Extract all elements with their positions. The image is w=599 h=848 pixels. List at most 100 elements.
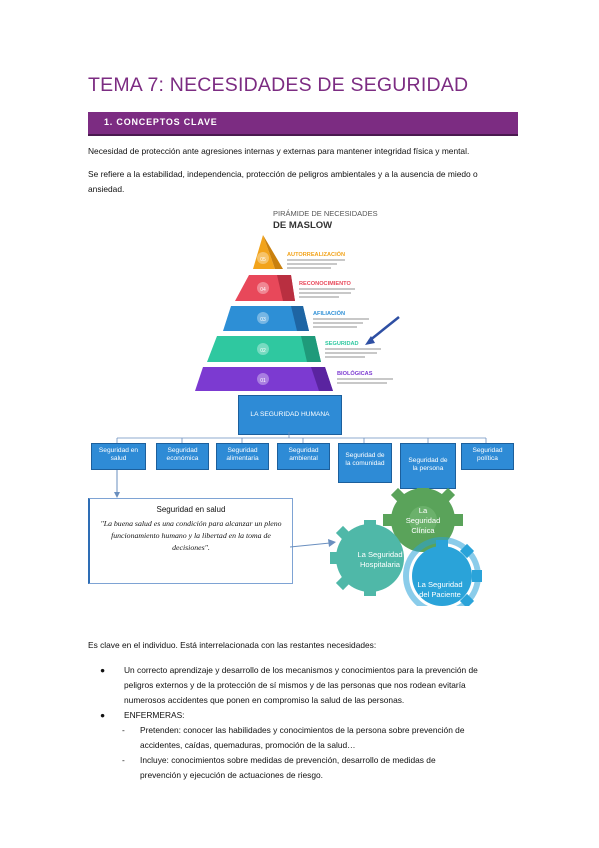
- org-chart-node-politica: Seguridad política: [461, 443, 514, 470]
- gear-hospitalaria-label-line2: Hospitalaria: [359, 560, 401, 569]
- health-security-callout: Seguridad en salud "La buena salud es un…: [88, 498, 293, 584]
- org-node-line1: Seguridad: [472, 447, 503, 454]
- pyramid-level-5-label: AUTORREALIZACIÓN: [287, 250, 345, 258]
- intro-paragraph-2-line1: Se refiere a la estabilidad, independenc…: [88, 169, 478, 179]
- page-title: TEMA 7: NECESIDADES DE SEGURIDAD: [88, 74, 469, 96]
- right-arrow-icon: [290, 539, 336, 548]
- bullet-dot-icon: ●: [100, 710, 106, 720]
- sub-bullet-2-line2: prevención y ejecución de actuaciones de…: [140, 770, 323, 780]
- bullet-1-line1: Un correcto aprendizaje y desarrollo de …: [124, 665, 478, 675]
- maslow-title-line2: DE MASLOW: [273, 220, 332, 231]
- gear-paciente: [403, 537, 482, 606]
- intro-paragraph-1: Necesidad de protección ante agresiones …: [88, 146, 470, 156]
- pyramid-level-5-caption-line: [287, 259, 345, 261]
- org-node-line1: Seguridad de: [408, 457, 448, 464]
- pyramid-level-1-number: 01: [260, 378, 266, 384]
- org-node-line2: la persona: [412, 465, 444, 472]
- gear-hospitalaria-label: La Seguridad Hospitalaria: [340, 550, 420, 570]
- pyramid-level-5: 05 AUTORREALIZACIÓN: [253, 235, 345, 269]
- bullet-item-1: ● Un correcto aprendizaje y desarrollo d…: [88, 663, 528, 708]
- arrow-icon: [365, 316, 400, 345]
- gear-clinica-label: La Seguridad Clínica: [388, 506, 458, 536]
- org-node-line1: Seguridad de: [345, 452, 385, 459]
- pyramid-level-5-number: 05: [260, 257, 266, 263]
- pyramid-level-2: 02 SEGURIDAD: [207, 336, 381, 362]
- gear-clinica-label-line1: La: [418, 506, 428, 515]
- gear-clinica-label-line2: Seguridad: [405, 516, 441, 525]
- org-chart-root: LA SEGURIDAD HUMANA: [238, 395, 342, 435]
- pyramid-level-3-caption-line: [313, 322, 363, 324]
- bullet-2-label: ENFERMERAS:: [124, 710, 185, 720]
- pyramid-level-2-number: 02: [260, 348, 266, 354]
- pyramid-level-2-label: SEGURIDAD: [325, 341, 359, 347]
- maslow-title-line1: PIRÁMIDE DE NECESIDADES: [273, 209, 378, 218]
- callout-quote-line2: funcionamiento humano y la libertad en l…: [111, 531, 271, 540]
- pyramid-level-4-number: 04: [260, 287, 266, 293]
- pyramid-level-4: 04 RECONOCIMIENTO: [235, 275, 355, 301]
- org-chart-node-salud: Seguridad en salud: [91, 443, 146, 470]
- pyramid-level-1-caption-line: [337, 382, 387, 384]
- callout-quote-line3: decisiones".: [172, 543, 210, 552]
- sub-bullet-1-line2: accidentes, caídas, quemaduras, promoció…: [140, 740, 356, 750]
- gears-diagram: [330, 488, 482, 606]
- section-header-label: 1. CONCEPTOS CLAVE: [104, 117, 218, 127]
- intro-paragraph-2: Se refiere a la estabilidad, independenc…: [88, 167, 518, 196]
- org-chart-node-ambiental: Seguridad ambiental: [277, 443, 330, 470]
- org-node-line2: ambiental: [289, 455, 318, 462]
- gear-paciente-label: La Seguridad del Paciente: [402, 580, 478, 600]
- pyramid-level-2-caption-line: [325, 348, 381, 350]
- pyramid-level-3-caption-line: [313, 326, 357, 328]
- intro-paragraph-2-line2: ansiedad.: [88, 183, 125, 194]
- org-node-line1: Seguridad en: [98, 447, 139, 454]
- pyramid-level-4-caption-line: [299, 288, 355, 290]
- callout-quote: "La buena salud es una condición para al…: [94, 518, 288, 554]
- pyramid-level-1-label: BIOLÓGICAS: [337, 369, 373, 377]
- pyramid-level-3-number: 03: [260, 317, 266, 323]
- bullet-1-line2: peligros externos y de la protección de …: [124, 680, 466, 690]
- dash-icon: -: [122, 725, 125, 735]
- gear-paciente-label-line1: La Seguridad: [417, 580, 463, 589]
- gear-clinica: [383, 488, 463, 552]
- callout-quote-line1: "La buena salud es una condición para al…: [100, 519, 282, 528]
- org-node-line2: económica: [166, 455, 199, 462]
- sub-bullet-2-line1: Incluye: conocimientos sobre medidas de …: [140, 755, 436, 765]
- gear-hospitalaria: [330, 520, 404, 596]
- dash-icon: -: [122, 755, 125, 765]
- pyramid-level-3-label: AFILIACIÓN: [313, 309, 345, 317]
- org-node-line2: política: [477, 455, 498, 462]
- org-chart-node-economica: Seguridad económica: [156, 443, 209, 470]
- bullet-1-line3: numerosos accidentes que ponen en compro…: [124, 695, 405, 705]
- org-node-line2: la comunidad: [345, 460, 385, 467]
- pyramid-level-1: 01 BIOLÓGICAS: [195, 367, 393, 391]
- org-node-line2: salud: [110, 455, 127, 462]
- maslow-pyramid-figure: PIRÁMIDE DE NECESIDADES DE MASLOW 05 AUT…: [195, 209, 400, 391]
- org-chart-connectors: [116, 432, 487, 443]
- org-chart-node-comunidad: Seguridad de la comunidad: [338, 443, 392, 483]
- org-node-line1: Seguridad: [167, 447, 198, 454]
- section-header: 1. CONCEPTOS CLAVE: [88, 112, 518, 136]
- org-node-line1: Seguridad: [288, 447, 319, 454]
- body-lead: Es clave en el individuo. Está interrela…: [88, 640, 377, 650]
- sub-bullet-item-2: - Incluye: conocimientos sobre medidas d…: [88, 753, 528, 783]
- bullet-list: ● Un correcto aprendizaje y desarrollo d…: [88, 663, 528, 783]
- pyramid-level-5-caption-line: [287, 267, 331, 269]
- org-chart-node-alimentaria: Seguridad alimentaria: [216, 443, 269, 470]
- gear-paciente-label-line2: del Paciente: [419, 590, 461, 599]
- pyramid-level-3: 03 AFILIACIÓN: [223, 306, 369, 331]
- gear-hospitalaria-label-line1: La Seguridad: [357, 550, 403, 559]
- gear-clinica-label-line3: Clínica: [411, 526, 435, 535]
- sub-bullet-item-1: - Pretenden: conocer las habilidades y c…: [88, 723, 528, 753]
- pyramid-level-3-caption-line: [313, 318, 369, 320]
- pyramid-level-2-caption-line: [325, 352, 377, 354]
- org-node-line2: alimentaria: [226, 455, 259, 462]
- pyramid-level-1-caption-line: [337, 378, 393, 380]
- org-node-line1: Seguridad: [227, 447, 258, 454]
- pyramid-level-4-caption-line: [299, 292, 351, 294]
- pyramid-level-2-caption-line: [325, 356, 365, 358]
- bullet-item-2: ● ENFERMERAS:: [88, 708, 528, 723]
- sub-bullet-1-line1: Pretenden: conocer las habilidades y con…: [140, 725, 465, 735]
- down-arrow-icon: [114, 470, 120, 498]
- pyramid-level-4-label: RECONOCIMIENTO: [299, 281, 351, 287]
- pyramid-level-5-caption-line: [287, 263, 337, 265]
- pyramid-level-4-caption-line: [299, 296, 339, 298]
